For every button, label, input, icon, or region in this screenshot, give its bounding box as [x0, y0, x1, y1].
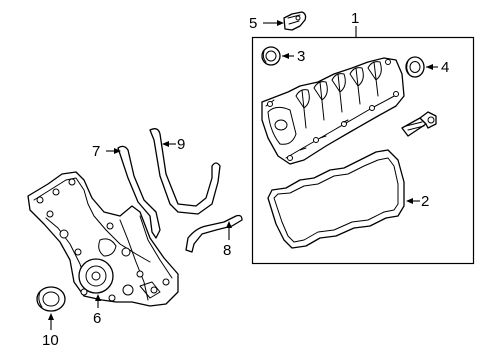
callout-2: 2: [421, 193, 429, 210]
callout-6: 6: [93, 310, 101, 327]
cover-gasket-upper: [106, 145, 161, 239]
valve-cover: [261, 57, 405, 165]
front-cover-seal: [149, 128, 221, 215]
callout-1: 1: [351, 10, 359, 27]
timing-cover: [27, 171, 179, 308]
pcv-valve: [401, 111, 437, 137]
callout-8: 8: [223, 242, 231, 259]
callout-4: 4: [441, 59, 449, 76]
cover-gasket-lower: [185, 214, 243, 253]
seal-ring-3: [261, 46, 294, 66]
valve-cover-gasket: [267, 149, 420, 249]
assembly-box: [251, 36, 475, 265]
oil-fill-cap: [263, 11, 307, 31]
callout-3: 3: [297, 48, 305, 65]
callout-5: 5: [249, 15, 257, 32]
callout-10: 10: [42, 332, 59, 349]
callout-9: 9: [177, 136, 185, 153]
seal-ring-4: [405, 56, 438, 78]
callout-7: 7: [92, 143, 100, 160]
crankshaft-seal: [36, 286, 66, 330]
